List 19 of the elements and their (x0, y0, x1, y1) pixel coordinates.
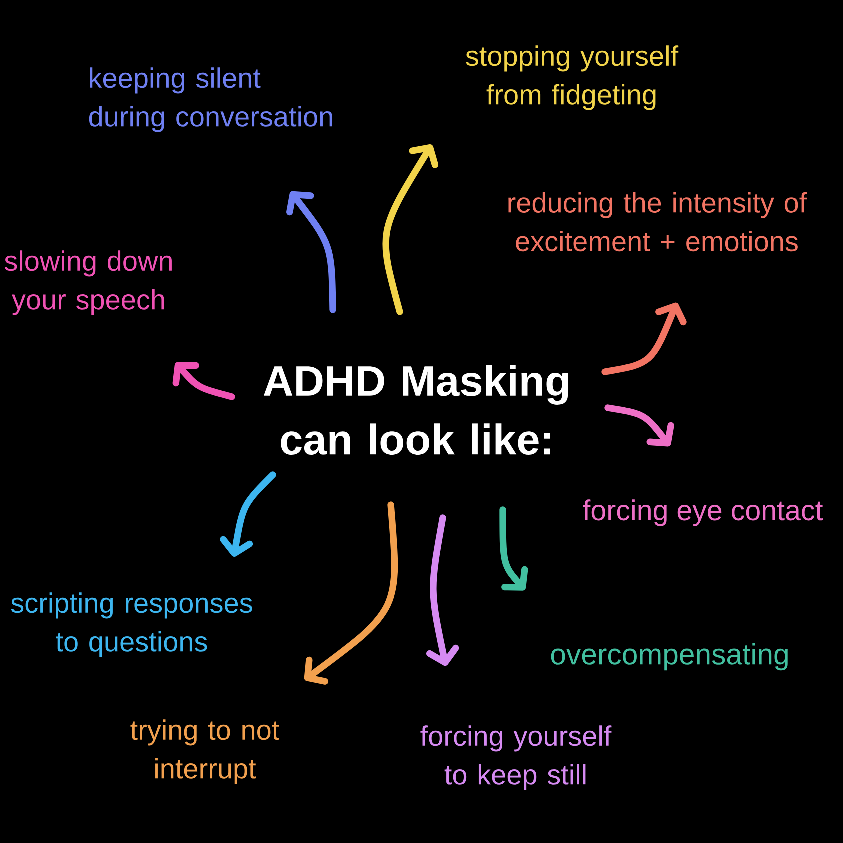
item-label: slowing down your speech (4, 250, 172, 316)
curved-arrow (286, 191, 336, 314)
curved-arrow (500, 506, 528, 591)
item-label: overcompensating (551, 643, 788, 671)
item-label: stopping yourself from fidgeting (466, 46, 679, 110)
curved-arrow (304, 502, 398, 685)
curved-arrow (602, 302, 687, 376)
item-label: forcing yourself to keep still (420, 726, 612, 790)
curved-arrow (220, 472, 276, 558)
item-label: scripting responses to questions (11, 592, 252, 658)
curved-arrow (604, 404, 674, 447)
item-label: forcing eye contact (583, 500, 824, 526)
curved-arrow (172, 362, 236, 400)
curved-arrow (426, 514, 460, 666)
heading-text: ADHD Masking can look like: (264, 365, 568, 455)
curved-arrow (382, 144, 439, 316)
item-label: reducing the intensity of excitement + emotions (508, 192, 808, 252)
item-label: trying to not interrupt (130, 720, 280, 784)
item-label: keeping silent during conversation (89, 68, 332, 132)
